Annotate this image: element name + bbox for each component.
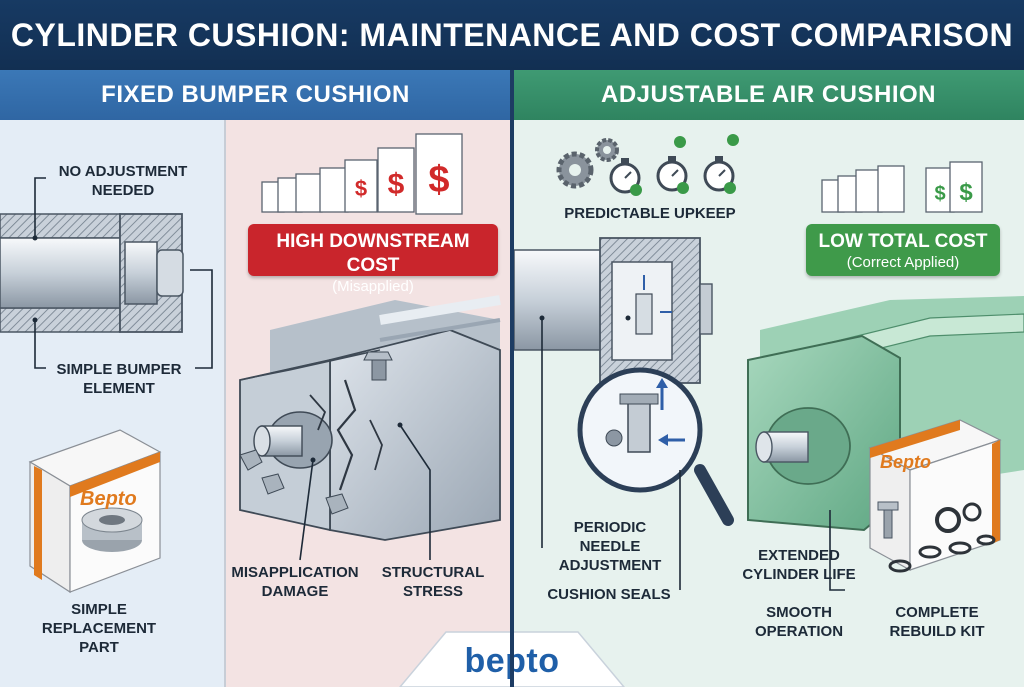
kit-brand-logo: Bepto bbox=[880, 452, 931, 472]
svg-text:$: $ bbox=[934, 183, 945, 205]
high-cost-subtitle: (Misapplied) bbox=[332, 278, 414, 295]
low-cost-banner: LOW TOTAL COST (Correct Applied) bbox=[806, 224, 1000, 276]
cushion-seals-label: CUSHION SEALS bbox=[547, 586, 671, 603]
cracked-cylinder-block bbox=[239, 295, 501, 561]
no-adjustment-label: NO ADJUSTMENT NEEDED bbox=[58, 163, 188, 199]
needle-adjustment-label: PERIODIC NEEDLE ADJUSTMENT bbox=[558, 519, 662, 574]
high-cost-banner: HIGH DOWNSTREAM COST (Misapplied) bbox=[248, 224, 498, 295]
svg-text:$: $ bbox=[355, 176, 367, 201]
low-cost-subtitle: (Correct Applied) bbox=[846, 254, 960, 271]
replacement-part-label: SIMPLE REPLACEMENT PART bbox=[41, 601, 157, 656]
svg-text:$: $ bbox=[959, 179, 973, 206]
adjustable-air-header: ADJUSTABLE AIR CUSHION bbox=[513, 70, 1024, 120]
smooth-operation-label: SMOOTH OPERATION bbox=[754, 604, 844, 640]
svg-text:$: $ bbox=[388, 168, 405, 201]
air-cushion-cylinder-diagram bbox=[513, 237, 713, 548]
rebuild-kit-box bbox=[868, 419, 1002, 573]
dollar-document-icon: $ $ $ bbox=[261, 133, 463, 215]
green-cylinder bbox=[747, 296, 1024, 591]
fixed-bumper-header: FIXED BUMPER CUSHION bbox=[0, 70, 511, 120]
box-brand-logo: Bepto bbox=[80, 488, 137, 510]
page-title: CYLINDER CUSHION: MAINTENANCE AND COST C… bbox=[0, 0, 1024, 70]
svg-text:$: $ bbox=[428, 159, 449, 201]
replacement-part-box bbox=[28, 429, 162, 594]
high-cost-title: HIGH DOWNSTREAM COST bbox=[276, 231, 470, 276]
fixed-bumper-cylinder-diagram bbox=[0, 177, 213, 369]
rebuild-kit-label: COMPLETE REBUILD KIT bbox=[889, 604, 985, 640]
simple-bumper-label: SIMPLE BUMPER ELEMENT bbox=[56, 361, 182, 397]
misapplication-label: MISAPPLICATION DAMAGE bbox=[231, 564, 359, 600]
magnifier-icon bbox=[577, 367, 734, 590]
dollar-document-icon: $ $ bbox=[821, 161, 983, 213]
extended-life-label: EXTENDED CYLINDER LIFE bbox=[742, 547, 856, 583]
predictable-upkeep-label: PREDICTABLE UPKEEP bbox=[564, 205, 736, 222]
structural-stress-label: STRUCTURAL STRESS bbox=[381, 564, 485, 600]
gear-icon bbox=[556, 138, 619, 189]
stopwatch-icon bbox=[609, 134, 739, 196]
low-cost-title: LOW TOTAL COST bbox=[818, 231, 988, 252]
column-divider bbox=[510, 70, 514, 687]
